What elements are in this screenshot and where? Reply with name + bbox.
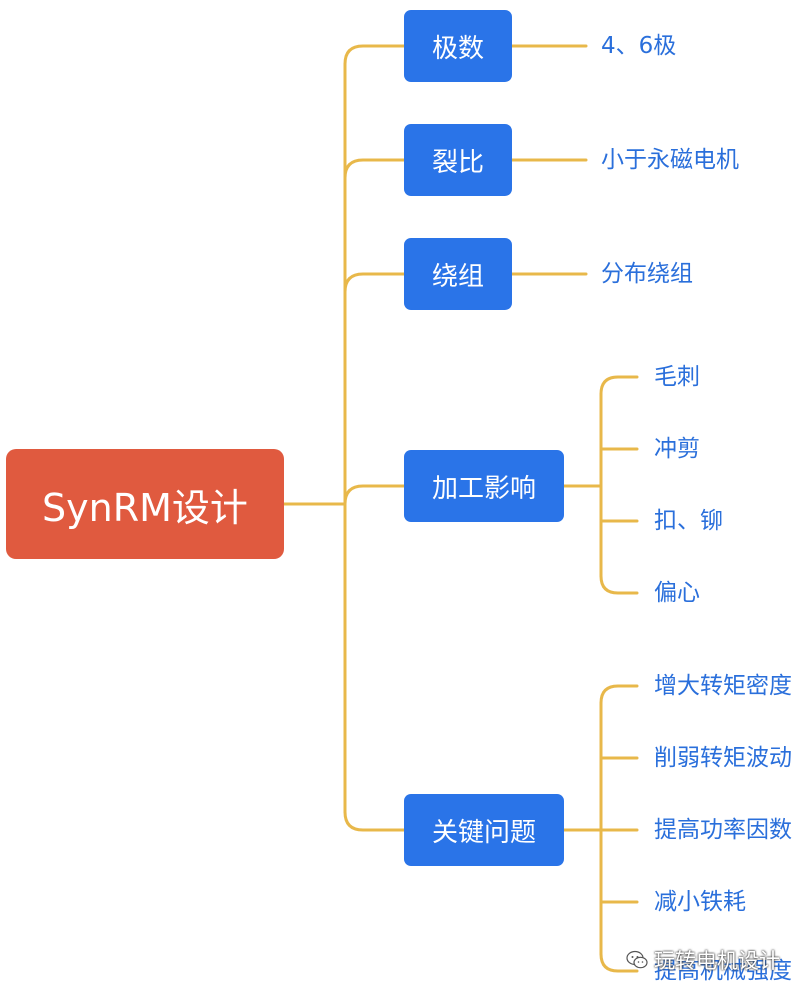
leaf-node[interactable]: 增大转矩密度: [654, 673, 792, 699]
root-node[interactable]: SynRM设计: [6, 449, 284, 559]
leaf-node[interactable]: 毛刺: [654, 364, 700, 390]
connector-branch-4-leaf-4: [599, 574, 639, 595]
leaf-node[interactable]: 偏心: [654, 580, 700, 606]
branch-node-poles[interactable]: 极数: [404, 10, 512, 82]
connector-to-branch-2: [343, 158, 406, 180]
branch-node-winding[interactable]: 绕组: [404, 238, 512, 310]
leaf-node[interactable]: 提高功率因数: [654, 817, 792, 843]
branch-label: 极数: [431, 33, 484, 64]
root-label: SynRM设计: [42, 485, 248, 530]
leaf-node[interactable]: 小于永磁电机: [601, 147, 739, 173]
branch-label: 绕组: [431, 261, 484, 292]
branch-node-key-issues[interactable]: 关键问题: [404, 794, 564, 866]
connector-to-branch-3: [343, 272, 406, 294]
connector-branch-4-leaf-1: [599, 375, 639, 396]
connector-branch-5-leaf-1: [599, 684, 639, 705]
connector-branch-5-leaf-5: [599, 952, 639, 973]
connector-to-branch-1: [343, 44, 406, 66]
branch-label: 加工影响: [431, 473, 536, 504]
leaf-node[interactable]: 分布绕组: [601, 261, 693, 287]
leaf-node[interactable]: 提高机械强度: [654, 958, 792, 984]
branch-label: 裂比: [431, 147, 484, 178]
leaf-node[interactable]: 扣、铆: [654, 508, 723, 534]
leaf-node[interactable]: 4、6极: [601, 33, 677, 59]
watermark: 玩转电机设计: [626, 945, 780, 975]
branch-node-split-ratio[interactable]: 裂比: [404, 124, 512, 196]
connector-to-branch-4: [343, 484, 406, 506]
leaf-node[interactable]: 冲剪: [654, 436, 700, 462]
leaf-node[interactable]: 削弱转矩波动: [654, 745, 792, 771]
branch-node-processing-effects[interactable]: 加工影响: [404, 450, 564, 522]
branch-label: 关键问题: [431, 817, 536, 848]
connector-to-branch-5: [343, 810, 406, 832]
wechat-icon: [626, 950, 648, 969]
leaf-node[interactable]: 减小铁耗: [654, 889, 746, 915]
watermark-label: 玩转电机设计: [654, 949, 780, 973]
